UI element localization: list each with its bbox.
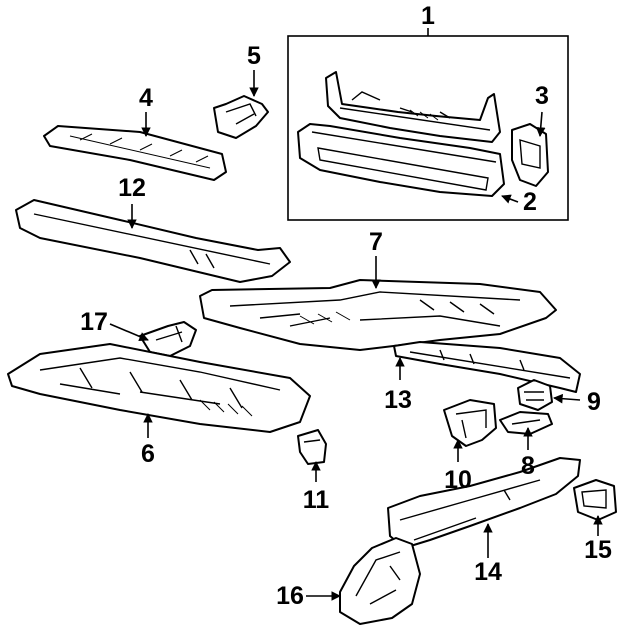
part-5-bracket xyxy=(213,95,269,139)
part-9-bracket xyxy=(517,379,553,411)
callout-17: 17 xyxy=(80,308,108,336)
part-13-side-rail xyxy=(393,341,581,393)
part-11-bracket xyxy=(297,429,327,465)
callout-11: 11 xyxy=(303,486,330,514)
part-4-shelf xyxy=(43,125,227,181)
callout-16: 16 xyxy=(276,582,304,610)
callout-3: 3 xyxy=(535,82,549,110)
part-1-back-panel xyxy=(325,71,501,143)
callout-labels: 1 2 3 4 5 6 7 8 9 10 11 12 13 14 15 16 1… xyxy=(80,2,612,610)
assembly-1-box xyxy=(287,28,569,221)
callout-1: 1 xyxy=(421,2,435,30)
callout-13: 13 xyxy=(384,386,412,414)
part-8-bracket xyxy=(499,411,553,435)
part-2-lower-panel xyxy=(297,123,505,197)
callout-5: 5 xyxy=(247,42,261,70)
callout-14: 14 xyxy=(474,558,502,586)
callout-12: 12 xyxy=(118,174,146,202)
part-7-floor-pan xyxy=(199,279,557,351)
part-16-wheelhouse xyxy=(339,537,421,625)
callout-7: 7 xyxy=(369,228,383,256)
callout-10: 10 xyxy=(444,466,472,494)
part-6-front-floor xyxy=(7,343,311,433)
callout-8: 8 xyxy=(521,452,535,480)
part-15-bracket xyxy=(573,479,617,521)
callout-9: 9 xyxy=(587,388,601,416)
part-3-bracket xyxy=(511,123,549,187)
part-10-bracket xyxy=(443,399,497,447)
callout-6: 6 xyxy=(141,440,155,468)
part-14-rear-rail xyxy=(387,457,581,549)
callout-15: 15 xyxy=(584,536,612,564)
callout-4: 4 xyxy=(139,84,153,112)
callout-2: 2 xyxy=(523,188,537,216)
part-12-rail xyxy=(15,199,291,283)
leader-lines xyxy=(109,70,603,601)
